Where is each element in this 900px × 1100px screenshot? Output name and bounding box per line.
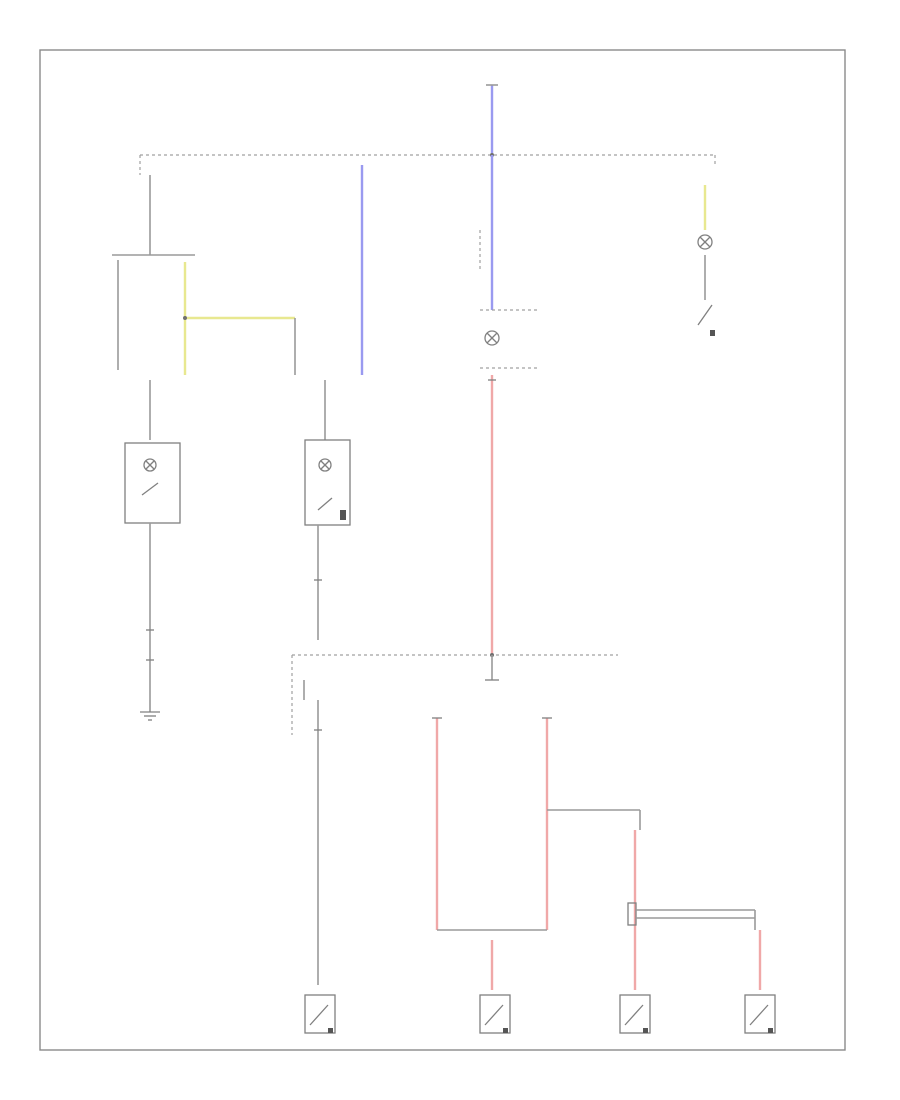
lower-distribution-bus	[291, 653, 618, 985]
center-pink-pair	[435, 718, 641, 990]
center-branch	[479, 155, 540, 655]
right-top-branch	[697, 185, 715, 336]
ground-icon	[140, 700, 160, 721]
switch-icon	[304, 994, 336, 1034]
top-distribution-bus	[139, 153, 716, 175]
switch-icon	[744, 994, 776, 1034]
switch-icon	[619, 994, 651, 1034]
diagram-frame	[39, 49, 846, 1051]
switch-icon	[479, 994, 511, 1034]
top-power-feed	[486, 84, 498, 155]
second-branch	[324, 165, 364, 440]
courtesy-lamp-assembly	[304, 439, 351, 640]
left-branch	[112, 175, 296, 440]
left-switch-assembly	[124, 442, 181, 700]
right-lower-branch	[627, 830, 762, 990]
connector-icon	[432, 379, 552, 719]
